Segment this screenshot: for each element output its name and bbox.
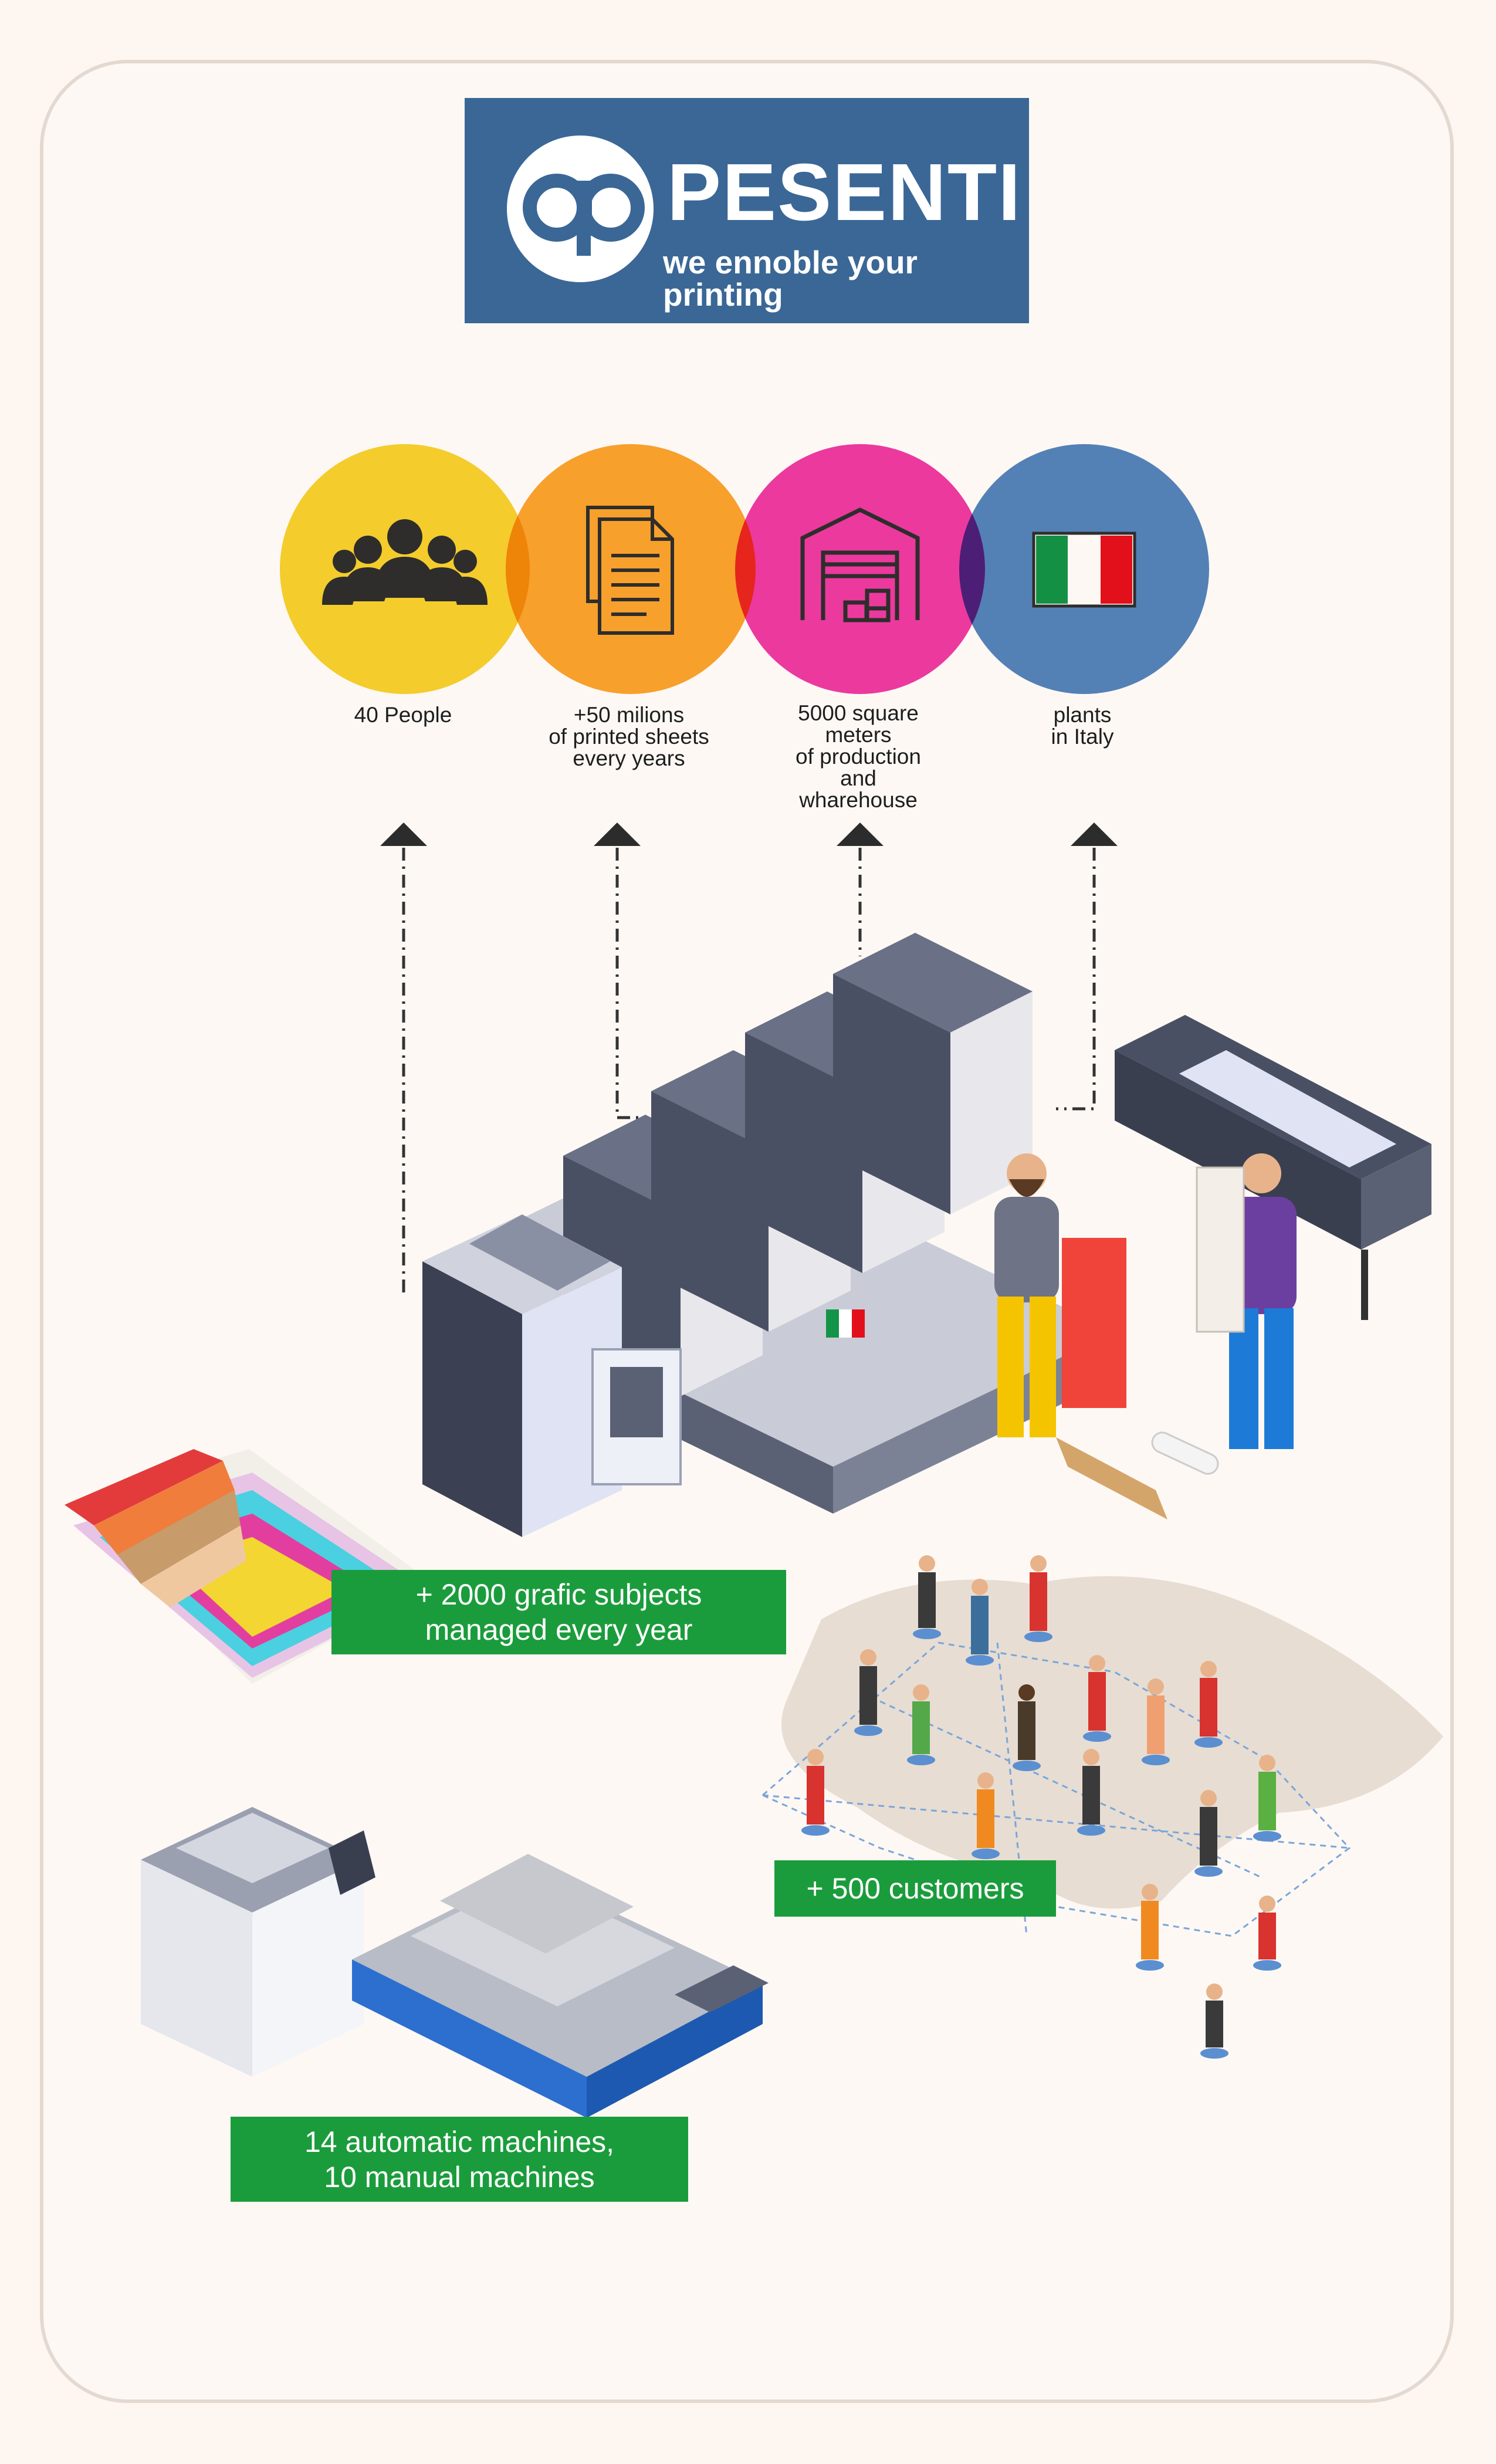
stat-circle-italy (959, 444, 1209, 694)
brand-tagline: we ennoble your printing (663, 244, 918, 313)
machines-callout: 14 automatic machines, 10 manual machine… (231, 2117, 688, 2202)
wide-format-printer-illustration (1115, 1015, 1431, 1320)
arrow-heads (380, 823, 1118, 846)
document-icon (586, 506, 674, 635)
machines-illustration (141, 1807, 769, 2118)
stat-circle-people (280, 444, 530, 694)
brand-name: PESENTI (667, 147, 1022, 238)
customer-network-illustration (761, 1555, 1443, 2059)
stat-text-people: 40 People (354, 703, 452, 727)
graphics-callout: + 2000 grafic subjects managed every yea… (331, 1570, 786, 1654)
brand-logo: PESENTI we ennoble your printing (465, 98, 1029, 323)
stat-text-italy: plants in Italy (1051, 703, 1114, 749)
logo-mark-icon (507, 136, 654, 282)
printing-press-illustration (422, 933, 1115, 1537)
stat-text-sheets: +50 milions of printed sheets every year… (549, 703, 709, 770)
stat-circle-warehouse (735, 444, 985, 694)
stat-text-warehouse: 5000 square meters of production and wha… (796, 701, 921, 812)
operators-illustration (994, 1153, 1297, 1519)
people-icon (322, 519, 488, 605)
customers-callout: + 500 customers (774, 1860, 1056, 1917)
connector-arrows (402, 848, 1096, 1297)
warehouse-icon (800, 507, 920, 622)
italy-flag-icon (1032, 532, 1136, 608)
stat-circle-sheets (506, 444, 756, 694)
